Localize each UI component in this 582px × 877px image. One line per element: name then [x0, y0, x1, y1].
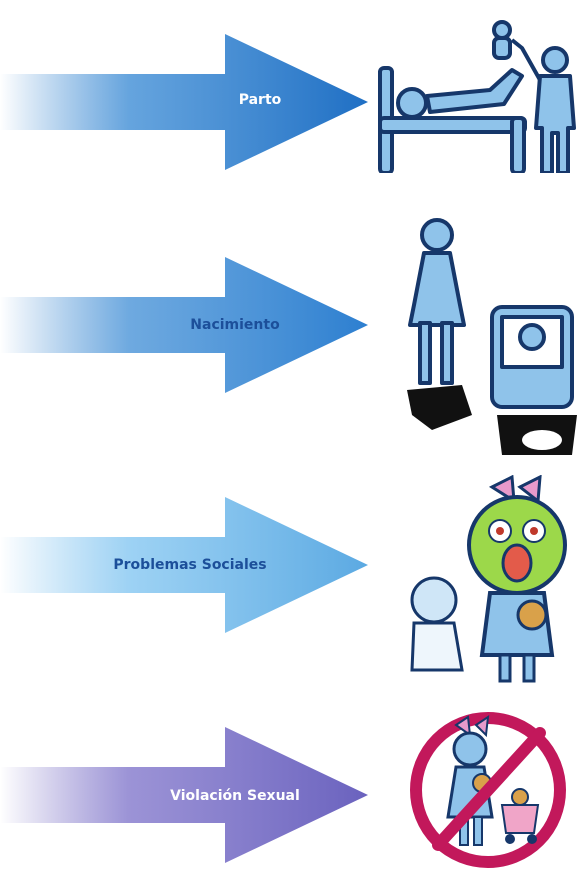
arrow-label: Parto: [238, 92, 282, 108]
row-violacion-sexual: Violación Sexual: [0, 705, 582, 877]
row-nacimiento: Nacimiento: [0, 210, 582, 470]
arrow-label: Violación Sexual: [170, 788, 300, 804]
row-parto: Parto: [0, 20, 582, 190]
right-arrow-icon: [0, 497, 368, 633]
crying-child-icon: [410, 475, 567, 683]
prohibited-child-icon: [410, 712, 566, 868]
hospital-birth-icon: [378, 20, 576, 173]
row-problemas-sociales: Problemas Sociales: [0, 475, 582, 695]
right-arrow-icon: [0, 34, 368, 170]
right-arrow-icon: [0, 727, 368, 863]
arrow-label: Problemas Sociales: [113, 557, 267, 573]
right-arrow-icon: [0, 257, 368, 393]
mother-and-baby-icon: [407, 218, 577, 455]
arrow-label: Nacimiento: [190, 317, 280, 333]
